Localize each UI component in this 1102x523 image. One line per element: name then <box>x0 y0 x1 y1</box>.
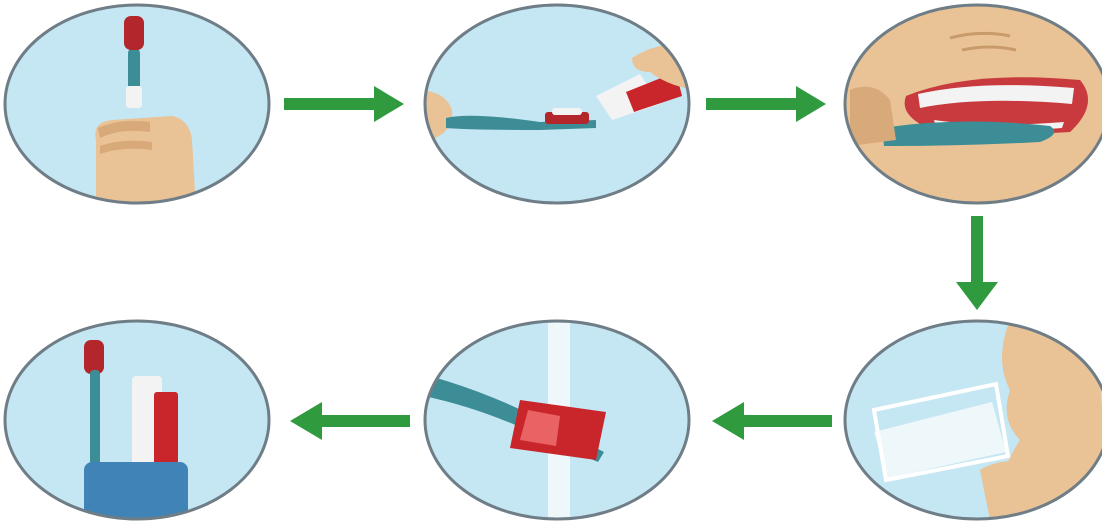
step-2-circle <box>425 5 689 203</box>
brushing-teeth-icon <box>845 5 1102 203</box>
arrow-step3-to-step4 <box>956 216 998 310</box>
arrow-step1-to-step2 <box>284 86 404 122</box>
step-1-border <box>3 3 271 205</box>
step-2 <box>423 3 691 205</box>
step-3 <box>843 3 1102 205</box>
step-6 <box>3 319 271 521</box>
step-5 <box>423 319 691 521</box>
step-6-border <box>3 319 271 521</box>
step-3-border <box>843 3 1102 205</box>
step-5-border <box>423 319 691 521</box>
step-1 <box>3 3 271 205</box>
brush-and-paste-in-cup-icon <box>84 340 188 519</box>
arrow-step4-to-step5 <box>712 402 832 440</box>
toothbrush-in-hand-icon <box>95 16 196 203</box>
step-2-border <box>423 3 691 205</box>
arrow-step2-to-step3 <box>706 86 826 122</box>
arrow-step5-to-step6 <box>290 402 410 440</box>
step-4 <box>843 319 1102 521</box>
wash-brush-under-tap-icon <box>425 321 606 519</box>
step-4-border <box>843 319 1102 521</box>
rinse-mouth-with-glass-icon <box>871 321 1102 519</box>
